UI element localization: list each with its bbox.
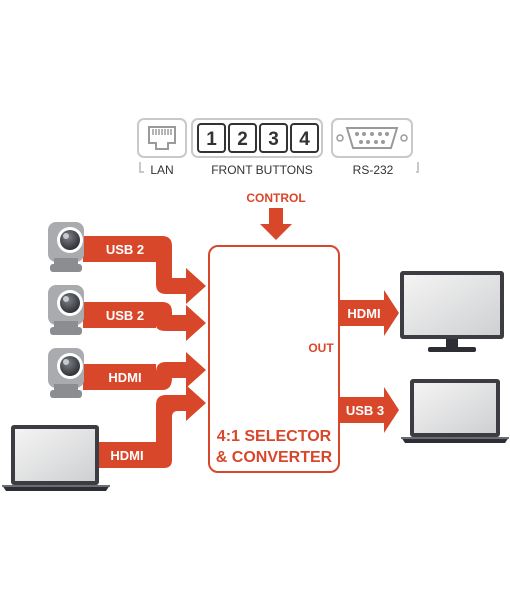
input-arrow-3: HDMI	[83, 352, 206, 390]
rs232-label: RS-232	[353, 163, 394, 177]
connection-label: HDMI	[347, 306, 380, 321]
front-buttons-label: FRONT BUTTONS	[211, 163, 313, 177]
lan-port-icon	[137, 118, 187, 158]
input-arrow-1: USB 2	[83, 236, 206, 304]
front-button-4: 4	[290, 123, 319, 153]
input-arrow-2: USB 2	[83, 302, 206, 341]
lan-label: LAN	[150, 163, 173, 177]
camera-icon	[48, 285, 84, 335]
selector-title-line2: & CONVERTER	[216, 449, 333, 466]
input-arrow-4: HDMI	[96, 385, 206, 468]
connection-label: HDMI	[108, 370, 141, 385]
output-arrow-2: USB 3	[339, 387, 399, 433]
rs232-port-icon	[331, 118, 413, 158]
selector-title-line1: 4:1 SELECTOR	[217, 428, 332, 445]
front-button-label: 3	[268, 129, 279, 150]
front-button-label: 4	[299, 129, 310, 150]
front-buttons-panel: 1 2 3 4	[191, 118, 323, 158]
monitor-icon	[400, 271, 504, 352]
front-button-label: 1	[206, 129, 217, 150]
laptop-icon	[401, 379, 509, 443]
control-arrow	[260, 208, 292, 240]
connection-label: USB 2	[106, 242, 144, 257]
front-button-3: 3	[259, 123, 288, 153]
camera-icon	[48, 222, 84, 272]
connection-label: HDMI	[110, 448, 143, 463]
output-arrow-1: HDMI	[339, 290, 399, 336]
front-button-label: 2	[237, 129, 248, 150]
front-button-1: 1	[197, 123, 226, 153]
laptop-icon	[2, 425, 110, 491]
selector-box: OUT 4:1 SELECTOR & CONVERTER	[208, 245, 340, 473]
out-label: OUT	[308, 341, 334, 355]
front-button-2: 2	[228, 123, 257, 153]
control-label: CONTROL	[246, 191, 305, 205]
camera-icon	[48, 348, 84, 398]
connection-label: USB 2	[106, 308, 144, 323]
connection-label: USB 3	[346, 403, 384, 418]
control-panel: 1 2 3 4	[137, 118, 419, 176]
